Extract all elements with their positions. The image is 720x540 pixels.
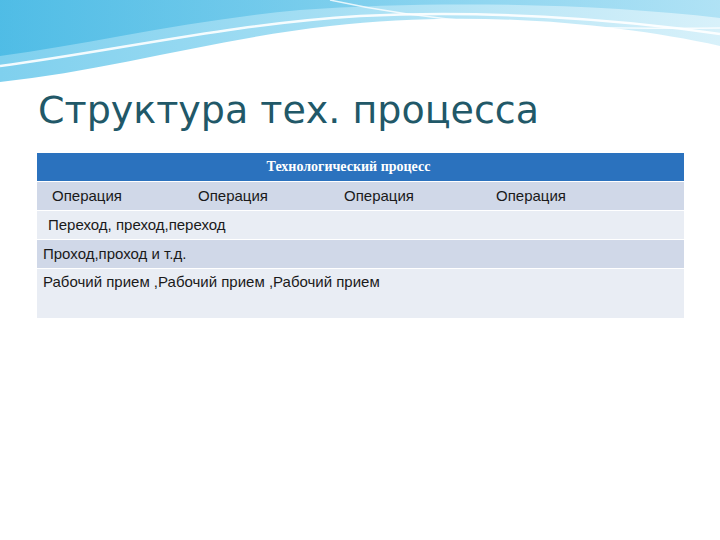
table-cell: Проход,проход и т.д. [43,245,186,263]
table-row-band: Переход, преход,переход [37,211,684,239]
header-cell: Технологический процесс [267,159,431,176]
table-cell: Переход, преход,переход [48,216,226,234]
table-header-band: Технологический процесс [37,153,684,181]
table-row-band: Проход,проход и т.д. [37,240,684,268]
table-cell: Рабочий прием ,Рабочий прием ,Рабочий пр… [43,273,380,291]
table-cell: Операция [198,187,268,205]
table-cell: Операция [52,187,122,205]
slide-title: Структура тех. процесса [38,88,539,132]
table-row-band: Рабочий прием ,Рабочий прием ,Рабочий пр… [37,269,684,318]
table-row-band: Операция Операция Операция Операция [37,182,684,210]
table-cell: Операция [496,187,566,205]
table-cell: Операция [344,187,414,205]
